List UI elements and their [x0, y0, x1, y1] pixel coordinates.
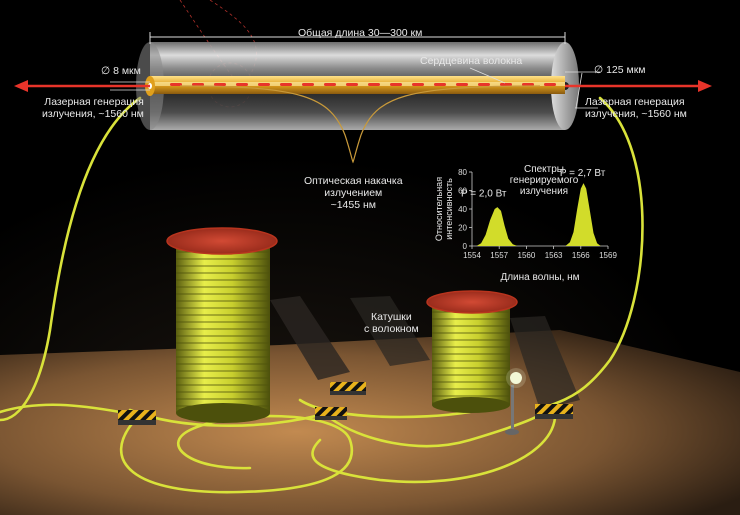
spectrum-peak-2 — [565, 183, 601, 246]
y-tick-label: 40 — [458, 205, 467, 214]
pump-line-1: Оптическая накачка — [304, 175, 403, 187]
power-annotation: P = 2,0 Вт — [461, 188, 507, 199]
x-tick-label: 1569 — [599, 251, 617, 260]
diameter-markers — [110, 71, 600, 109]
spectrum-peak-1 — [476, 207, 518, 246]
core-diameter-label: ∅ 8 мкм — [101, 65, 141, 77]
coils-line-1: Катушки — [370, 311, 412, 323]
hazard-stripe-icon — [118, 410, 156, 425]
floor-panel — [510, 316, 580, 410]
y-axis-label-line: интенсивность — [444, 178, 454, 240]
y-axis-label-line: Относительная — [434, 177, 444, 241]
core-leader-line — [469, 67, 506, 84]
y-tick-label: 0 — [463, 242, 468, 251]
fiber-coil-large — [166, 227, 278, 423]
pump-line-3: ~1455 нм — [330, 199, 376, 211]
chart-series — [476, 183, 601, 246]
laser-left-label: Лазерная генерация излучения, ~1560 нм — [42, 96, 144, 120]
floor — [0, 330, 740, 515]
total-length-label: Общая длина 30—300 км — [298, 27, 423, 39]
chart-title-line: Спектры — [524, 164, 564, 175]
power-annotation: P = 2,7 Вт — [560, 168, 606, 179]
x-tick-label: 1563 — [545, 251, 563, 260]
chart-title-line: излучения — [520, 186, 568, 197]
fiber-cables — [0, 96, 644, 494]
chart-ticks: 1554 1557 1560 1563 1566 1569 0 20 40 60 80 — [458, 168, 617, 260]
chart-title-line: генерируемого — [510, 175, 579, 186]
laser-left-line-2: излучения, ~1560 нм — [42, 108, 144, 120]
hazard-stripe-icon — [330, 382, 366, 395]
spectrum-chart: 1554 1557 1560 1563 1566 1569 0 20 40 60 80 Спектр… — [434, 164, 617, 283]
laser-right-line-1: Лазерная генерация — [585, 96, 685, 108]
coils-line-2: с волокном — [364, 323, 419, 335]
floor-panel — [270, 296, 350, 380]
y-tick-label: 20 — [458, 224, 467, 233]
fiber-coil-small — [426, 290, 518, 413]
pump-label: Оптическая накачка излучением ~1455 нм — [304, 175, 403, 211]
arrow-right-icon — [565, 80, 712, 92]
laser-right-label: Лазерная генерация излучения, ~1560 нм — [585, 96, 687, 120]
laser-left-line-1: Лазерная генерация — [44, 96, 144, 108]
cladding-diameter-label: ∅ 125 мкм — [594, 64, 646, 76]
x-tick-label: 1566 — [572, 251, 590, 260]
y-tick-label: 80 — [458, 168, 467, 177]
core-label: Сердцевина волокна — [420, 55, 523, 67]
lamp-icon — [505, 368, 526, 435]
pump-profile-curve — [179, 85, 541, 164]
hazard-stripe-icon — [535, 404, 573, 419]
coils-label: Катушки с волокном — [364, 311, 419, 335]
pump-line-2: излучением — [324, 187, 383, 199]
x-tick-label: 1560 — [518, 251, 536, 260]
y-tick-label: 60 — [458, 187, 467, 196]
arrow-left-icon — [14, 80, 150, 92]
floor-panel — [350, 296, 430, 366]
x-tick-label: 1557 — [490, 251, 508, 260]
x-tick-label: 1554 — [463, 251, 481, 260]
length-dimension — [149, 32, 566, 44]
x-axis-label: Длина волны, нм — [500, 272, 579, 283]
laser-right-line-2: излучения, ~1560 нм — [585, 108, 687, 120]
hazard-stripe-icon — [315, 407, 347, 420]
